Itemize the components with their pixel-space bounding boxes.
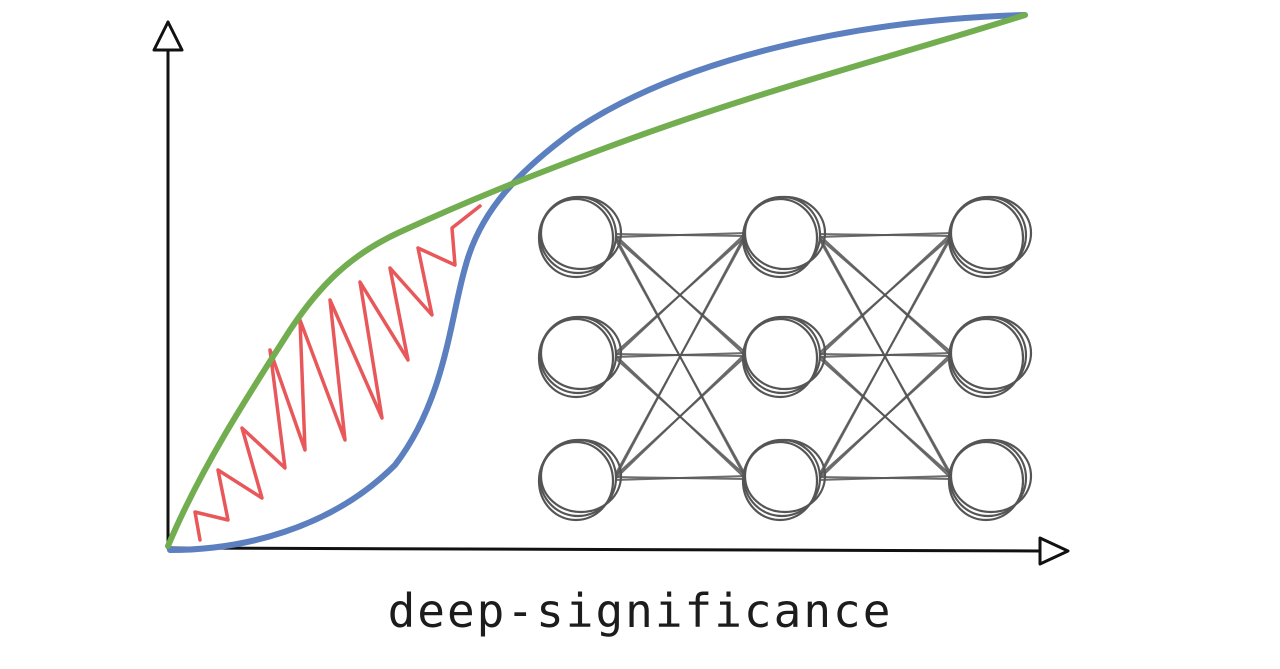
network-node (741, 315, 827, 399)
y-axis-arrow-icon (152, 20, 184, 52)
network-edge (613, 352, 747, 481)
network-node (741, 438, 827, 522)
network-edge (613, 475, 747, 481)
network-edge (613, 232, 747, 238)
blue-curve (167, 12, 1028, 553)
network-node (741, 195, 827, 279)
red-zigzag-curve (193, 204, 482, 542)
network-edge (817, 232, 953, 238)
network-node (537, 438, 623, 522)
network-edge (817, 232, 953, 358)
axes (152, 20, 1070, 566)
network-edge (817, 232, 953, 481)
network-node (947, 195, 1033, 279)
network-edge (613, 232, 747, 358)
network-node (537, 315, 623, 399)
network-node (947, 315, 1033, 399)
x-axis-line (166, 546, 1042, 553)
network-edge (613, 232, 747, 481)
network-edge (817, 475, 953, 481)
logo-caption: deep-significance (387, 584, 893, 638)
network-node (537, 195, 623, 279)
network-edges (613, 232, 953, 481)
network-node (947, 438, 1033, 522)
x-axis-arrow-icon (1038, 536, 1070, 566)
network-nodes (537, 195, 1033, 522)
network-edge (817, 352, 953, 481)
green-curve (165, 12, 1028, 549)
